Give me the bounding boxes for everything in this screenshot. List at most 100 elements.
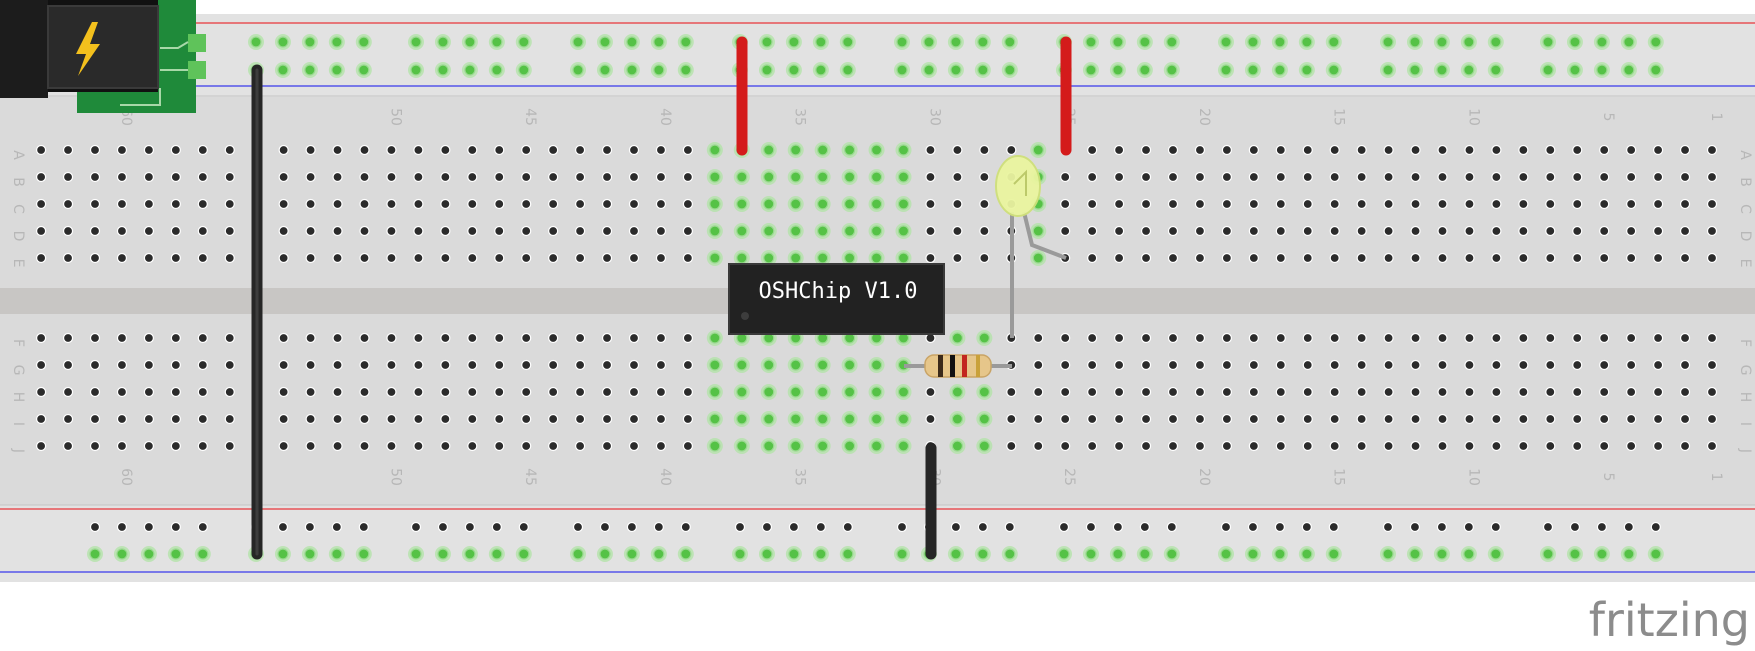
breadboard-hole bbox=[977, 521, 988, 533]
breadboard-hole bbox=[1437, 440, 1448, 452]
breadboard-hole-connected bbox=[761, 548, 773, 560]
breadboard-hole bbox=[1491, 386, 1502, 398]
breadboard-hole bbox=[1329, 386, 1340, 398]
breadboard-hole-connected bbox=[1032, 144, 1044, 156]
breadboard-hole-connected bbox=[680, 36, 692, 48]
breadboard-hole-connected bbox=[1032, 225, 1044, 237]
breadboard-hole-connected bbox=[1436, 36, 1448, 48]
breadboard-hole bbox=[1464, 386, 1475, 398]
breadboard-hole bbox=[1464, 144, 1475, 156]
breadboard-hole bbox=[1410, 413, 1421, 425]
breadboard-hole bbox=[1545, 440, 1556, 452]
breadboard-hole bbox=[1410, 225, 1421, 237]
breadboard-hole bbox=[655, 144, 667, 156]
breadboard-hole bbox=[655, 252, 667, 264]
breadboard-hole bbox=[1113, 144, 1125, 156]
breadboard-hole bbox=[1436, 521, 1448, 533]
breadboard-hole bbox=[1679, 171, 1691, 183]
breadboard-hole bbox=[1060, 440, 1071, 452]
breadboard-hole bbox=[628, 252, 640, 264]
breadboard-hole bbox=[1383, 225, 1394, 237]
breadboard-hole bbox=[1545, 171, 1556, 183]
breadboard-hole bbox=[467, 440, 478, 452]
breadboard-hole bbox=[1679, 144, 1691, 156]
breadboard-hole bbox=[1356, 171, 1367, 183]
breadboard-hole-connected bbox=[977, 36, 989, 48]
breadboard-hole-connected bbox=[1382, 548, 1394, 560]
breadboard-hole bbox=[359, 144, 370, 156]
breadboard-hole-connected bbox=[978, 386, 990, 398]
breadboard-hole bbox=[1491, 171, 1502, 183]
breadboard-hole-connected bbox=[870, 413, 883, 425]
breadboard-hole bbox=[332, 440, 343, 452]
breadboard-hole bbox=[197, 413, 208, 425]
resistor-band bbox=[976, 355, 980, 377]
breadboard-hole-connected bbox=[761, 36, 773, 48]
breadboard-hole bbox=[1464, 252, 1475, 264]
breadboard-hole-connected bbox=[1247, 36, 1259, 48]
breadboard-hole-connected bbox=[1220, 36, 1232, 48]
breadboard-hole-connected bbox=[277, 36, 289, 48]
grid-label: 35 bbox=[792, 468, 808, 486]
breadboard-hole bbox=[386, 359, 397, 371]
breadboard-hole bbox=[1356, 413, 1367, 425]
breadboard-hole-connected bbox=[358, 36, 370, 48]
breadboard-hole bbox=[1275, 144, 1286, 156]
breadboard-hole-connected bbox=[410, 36, 422, 48]
breadboard-hole bbox=[197, 440, 208, 452]
breadboard-hole bbox=[35, 440, 47, 452]
breadboard-hole bbox=[1623, 521, 1634, 533]
grid-label: F bbox=[1737, 339, 1753, 347]
grid-label: 35 bbox=[792, 108, 808, 126]
breadboard-hole-connected bbox=[897, 252, 910, 264]
breadboard-hole bbox=[35, 198, 47, 210]
breadboard-hole-connected bbox=[1112, 64, 1124, 76]
breadboard-hole-connected bbox=[734, 548, 746, 560]
bottom-power-rail bbox=[0, 505, 1755, 582]
breadboard-hole bbox=[952, 144, 963, 156]
breadboard-hole bbox=[1599, 225, 1610, 237]
breadboard-hole-connected bbox=[897, 413, 910, 425]
breadboard-hole bbox=[224, 144, 235, 156]
breadboard-hole bbox=[521, 144, 532, 156]
breadboard-hole bbox=[1626, 413, 1637, 425]
breadboard-hole bbox=[1085, 521, 1097, 533]
breadboard-hole bbox=[170, 144, 181, 156]
breadboard-hole bbox=[1626, 225, 1637, 237]
breadboard-hole bbox=[1652, 359, 1664, 371]
breadboard-hole bbox=[1706, 413, 1718, 425]
breadboard-hole bbox=[601, 225, 613, 237]
breadboard-hole bbox=[89, 359, 101, 371]
breadboard-hole bbox=[1464, 359, 1475, 371]
breadboard-hole bbox=[386, 386, 397, 398]
breadboard-hole-connected bbox=[1085, 64, 1097, 76]
breadboard-hole bbox=[925, 171, 936, 183]
breadboard-hole bbox=[548, 171, 559, 183]
breadboard-hole bbox=[1140, 386, 1152, 398]
breadboard-hole-connected bbox=[736, 198, 748, 210]
breadboard-hole bbox=[359, 171, 370, 183]
breadboard-hole bbox=[1652, 440, 1664, 452]
breadboard-hole bbox=[1679, 440, 1691, 452]
breadboard-hole bbox=[1437, 144, 1448, 156]
breadboard-hole bbox=[224, 359, 235, 371]
breadboard-hole bbox=[143, 332, 154, 344]
breadboard-hole bbox=[655, 359, 667, 371]
breadboard-hole bbox=[1410, 440, 1421, 452]
grid-label: D bbox=[1737, 231, 1753, 242]
breadboard-hole bbox=[1167, 440, 1179, 452]
breadboard-hole bbox=[1706, 171, 1718, 183]
breadboard-hole bbox=[574, 332, 586, 344]
grid-label: 60 bbox=[118, 468, 134, 486]
breadboard-hole bbox=[413, 144, 424, 156]
breadboard-hole-connected bbox=[896, 548, 908, 560]
resistor-band bbox=[962, 355, 967, 377]
breadboard-hole bbox=[1220, 521, 1232, 533]
breadboard-hole bbox=[1248, 225, 1259, 237]
breadboard-hole-connected bbox=[518, 64, 530, 76]
grid-label: 25 bbox=[1061, 468, 1077, 486]
breadboard-hole-connected bbox=[736, 413, 748, 425]
breadboard-hole-connected bbox=[709, 413, 721, 425]
breadboard-hole bbox=[1679, 198, 1691, 210]
breadboard-hole-connected bbox=[626, 36, 638, 48]
